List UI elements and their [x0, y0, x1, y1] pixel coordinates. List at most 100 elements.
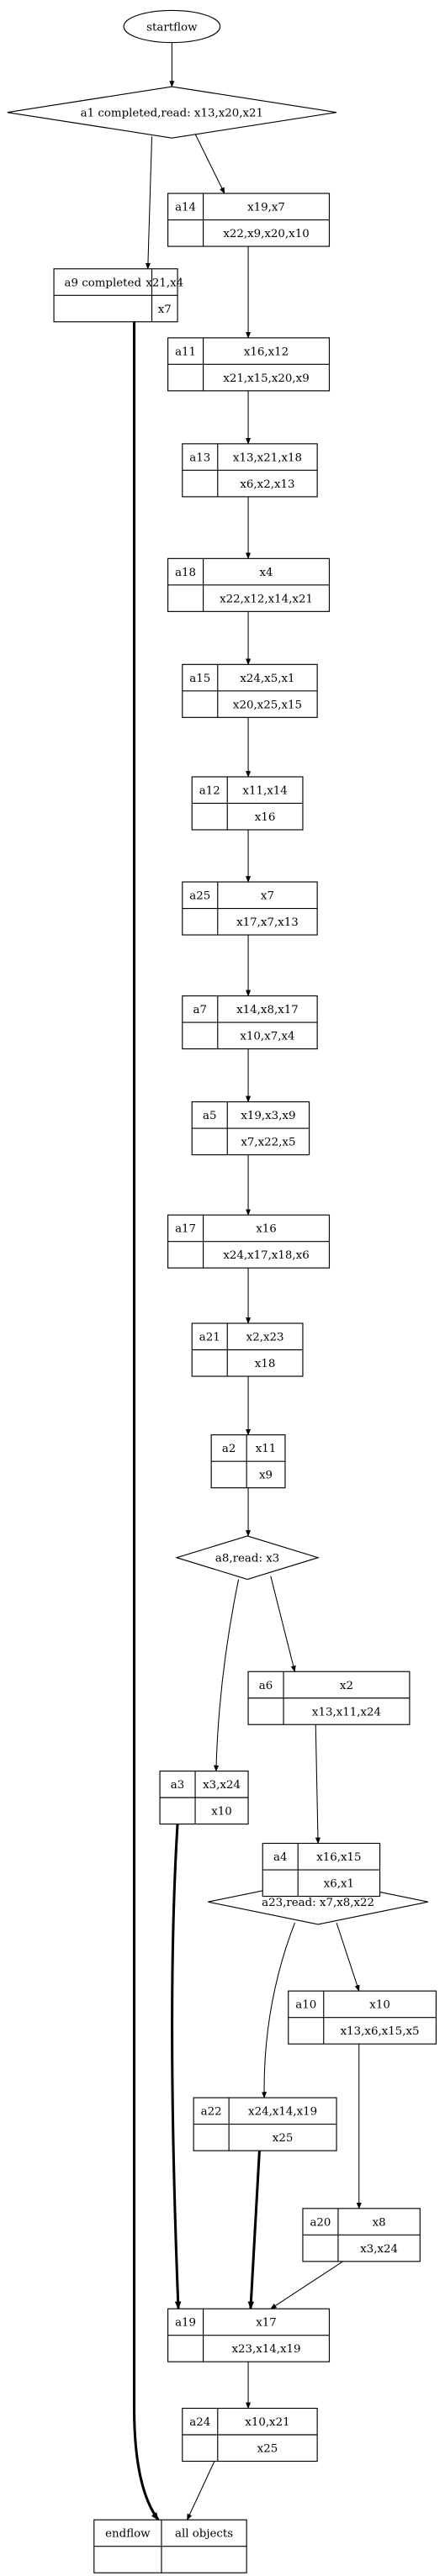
- node-name: a7: [193, 1004, 207, 1016]
- node-a15: a15 x24,x5,x1 x20,x25,x15: [182, 663, 318, 718]
- edge-16: [270, 1576, 296, 1672]
- edge-20: [336, 1922, 360, 1992]
- node-bottom-vars: x6,x1: [324, 1878, 354, 1891]
- decision-label: a23,read: x7,x8,x22: [262, 1897, 374, 1909]
- node-bottom-vars: x17,x7,x13: [236, 916, 299, 929]
- node-name: a12: [199, 784, 220, 797]
- node-top-vars: x4: [259, 567, 273, 579]
- decision-d1: a1 completed,read: x13,x20,x21: [7, 86, 337, 139]
- node-bottom-vars: x10: [211, 1806, 232, 1819]
- node-top-vars: x10,x21: [245, 2416, 289, 2429]
- shapes-layer: startflow a1 completed,read: x13,x20,x21 a…: [7, 9, 437, 2573]
- node-name: a15: [189, 673, 210, 685]
- node-a2: a2 x11 x9: [210, 1434, 286, 1489]
- node-bottom-vars: x9: [259, 1470, 273, 1482]
- node-name: a10: [295, 1999, 316, 2012]
- start-label: startflow: [146, 21, 198, 34]
- node-bottom-vars: x7,x22,x5: [241, 1137, 295, 1149]
- node-top-vars: x3,x24: [203, 1779, 241, 1792]
- node-bottom-vars: x16: [255, 811, 276, 824]
- node-a14: a14 x19,x7 x22,x9,x20,x10: [167, 193, 331, 247]
- node-name: a4: [273, 1851, 287, 1864]
- node-bottom-vars: x23,x14,x19: [231, 2343, 300, 2356]
- node-name: a3: [171, 1779, 184, 1792]
- node-name: a2: [222, 1443, 236, 1455]
- node-top-vars: x24,x5,x1: [240, 673, 294, 685]
- node-a20: a20 x8 x3,x24: [302, 2208, 421, 2262]
- node-top-vars: x24,x14,x19: [248, 2106, 317, 2119]
- node-a3: a3 x3,x24 x10: [159, 1771, 249, 1825]
- node-a12: a12 x11,x14 x16: [191, 776, 304, 831]
- node-top-vars: x7: [261, 890, 274, 903]
- bold-edge-0: [132, 321, 160, 2521]
- node-top-vars: x16,x15: [316, 1851, 361, 1864]
- node-name: a25: [189, 890, 210, 903]
- node-top-vars: x2,x23: [246, 1332, 284, 1344]
- node-bottom-vars: x21,x15,x20,x9: [223, 372, 309, 385]
- edge-24: [187, 2461, 215, 2521]
- decision-label: a8,read: x3: [215, 1552, 279, 1565]
- node-bottom-vars: x6,x2,x13: [240, 478, 294, 491]
- node-top-vars: x13,x21,x18: [233, 451, 302, 464]
- node-top-vars: x19,x3,x9: [241, 1110, 295, 1122]
- node-top-vars: x14,x8,x17: [236, 1004, 299, 1016]
- node-bottom-vars: x18: [255, 1358, 276, 1370]
- node-top-vars: x19,x7: [247, 202, 285, 214]
- node-a7: a7 x14,x8,x17 x10,x7,x4: [182, 995, 318, 1050]
- edges-layer: [132, 42, 362, 2521]
- node-name: a20: [310, 2216, 331, 2229]
- node-bottom-vars: x24,x17,x18,x6: [223, 1249, 309, 1262]
- node-bottom-vars: x25: [257, 2443, 278, 2456]
- node-bottom-vars: x13,x6,x15,x5: [341, 2025, 420, 2038]
- node-a10: a10 x10 x13,x6,x15,x5: [288, 1990, 437, 2045]
- node-bottom-vars: x22,x12,x14,x21: [220, 593, 313, 605]
- decision-label: a1 completed,read: x13,x20,x21: [81, 107, 263, 119]
- node-a21: a21 x2,x23 x18: [191, 1322, 304, 1377]
- node-name: a14: [175, 202, 196, 214]
- node-end: endflow all objects: [93, 2519, 247, 2573]
- node-bottom-vars: x7: [158, 304, 172, 316]
- node-a22: a22 x24,x14,x19 x25: [193, 2097, 337, 2151]
- edge-22: [270, 2261, 343, 2309]
- node-name: a22: [201, 2106, 222, 2119]
- node-bottom-vars: x22,x9,x20,x10: [223, 228, 309, 240]
- node-a25: a25 x7 x17,x7,x13: [182, 881, 318, 936]
- node-top-vars: x11: [256, 1443, 277, 1455]
- node-name: a9 completed: [65, 277, 142, 289]
- edge-17: [315, 1724, 321, 1845]
- decision-d8: a8,read: x3: [175, 1535, 321, 1581]
- node-name: a24: [189, 2416, 210, 2429]
- node-bottom-vars: x25: [273, 2132, 294, 2145]
- node-top-vars: x2: [340, 1680, 353, 1692]
- edge-1: [193, 132, 225, 194]
- node-name: a18: [175, 567, 196, 579]
- node-name: a19: [175, 2317, 196, 2330]
- node-a18: a18 x4 x22,x12,x14,x21: [167, 557, 331, 612]
- node-name: a21: [199, 1332, 220, 1344]
- node-name: a6: [259, 1680, 273, 1692]
- node-top-vars: x8: [373, 2216, 386, 2229]
- edge-2: [145, 136, 153, 270]
- node-bottom-vars: x10,x7,x4: [240, 1031, 294, 1043]
- start-node: startflow: [123, 9, 221, 44]
- node-bottom-vars: x3,x24: [360, 2243, 398, 2256]
- node-top-vars: x11,x14: [242, 784, 287, 797]
- node-a24: a24 x10,x21 x25: [182, 2407, 318, 2463]
- edge-15: [213, 1579, 240, 1772]
- node-name: a17: [175, 1223, 196, 1236]
- node-name: a11: [175, 346, 196, 358]
- node-name: endflow: [105, 2528, 151, 2541]
- node-top-vars: all objects: [175, 2528, 233, 2541]
- bold-edge-2: [247, 2151, 261, 2310]
- node-bottom-vars: x20,x25,x15: [233, 699, 302, 711]
- node-top-vars: x10: [369, 1999, 390, 2012]
- node-a4: a4 x16,x15 x6,x1: [262, 1842, 381, 1898]
- bold-edge-1: [171, 1824, 182, 2310]
